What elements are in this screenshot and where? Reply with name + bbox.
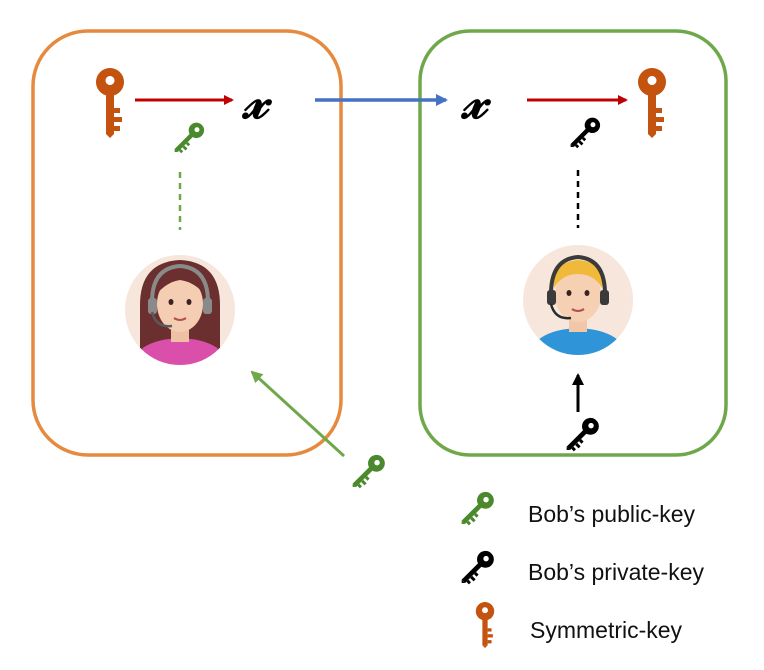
- ciphertext-symbol-bob: 𝓍: [460, 70, 492, 131]
- alice-symmetric-key-icon: [95, 68, 124, 138]
- legend-private-key-label: Bob’s private-key: [528, 559, 704, 585]
- bob-box: [418, 29, 728, 457]
- legend-public-key-icon: [455, 488, 498, 530]
- legend-private-key-icon: [455, 547, 498, 589]
- ciphertext-symbol-alice: 𝓍: [241, 70, 273, 131]
- alice-box: [31, 29, 343, 457]
- legend-symmetric-key-label: Symmetric-key: [530, 617, 683, 643]
- legend-public-key-label: Bob’s public-key: [528, 501, 696, 527]
- bob-avatar: [523, 245, 633, 355]
- alice-public-key-icon: [169, 119, 208, 158]
- bob-private-key-source-icon: [560, 414, 603, 457]
- legend-symmetric-key-icon: [475, 602, 495, 648]
- alice-avatar: [125, 255, 235, 365]
- legend: Bob’s public-key Bob’s private-key Symme…: [455, 488, 704, 648]
- public-key-delivery-arrow: [250, 370, 346, 458]
- bob-private-key-icon: [565, 114, 604, 153]
- delivered-public-key-icon: [346, 451, 389, 494]
- bob-symmetric-key-icon: [637, 68, 666, 138]
